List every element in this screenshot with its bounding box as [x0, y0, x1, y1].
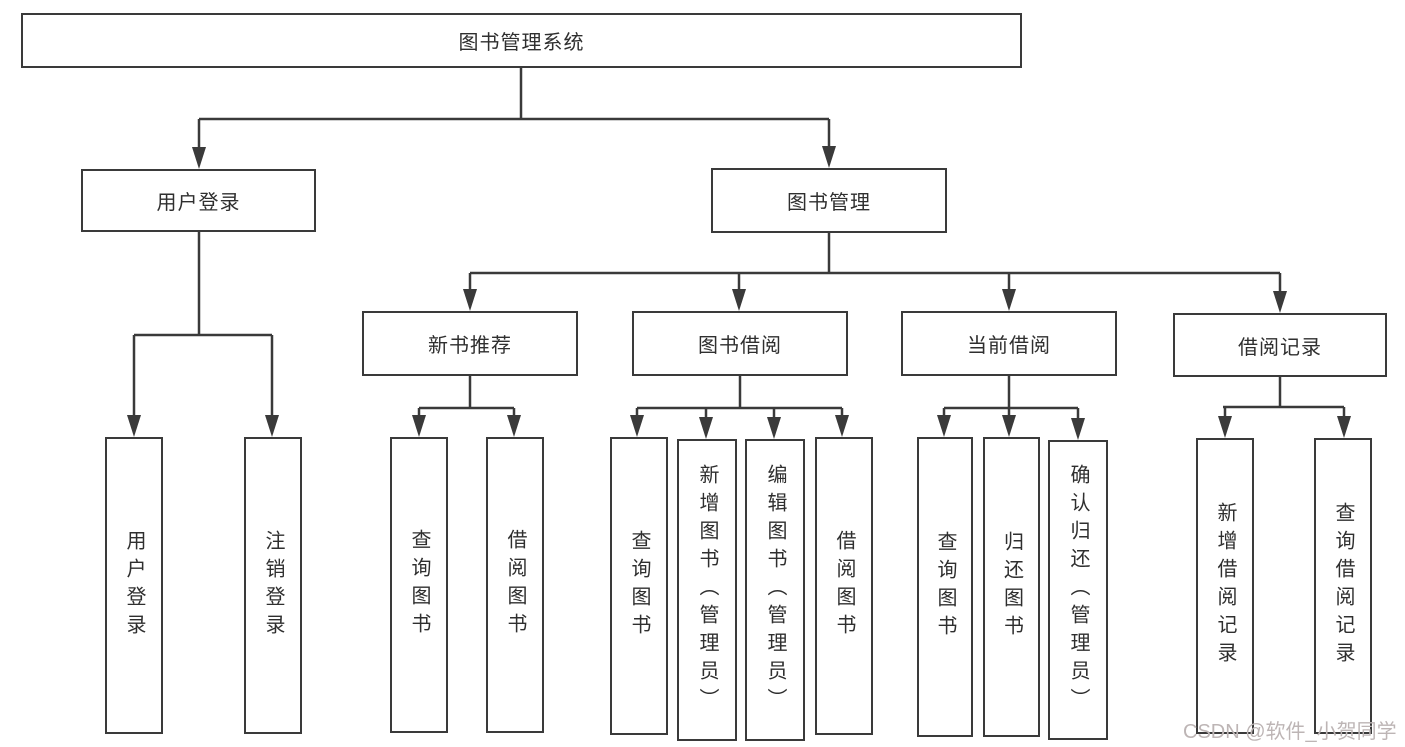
- leaf-user-login: 用户登录: [105, 437, 163, 734]
- leaf-logout: 注销登录: [244, 437, 302, 734]
- node-book-management-label: 图书管理: [787, 192, 871, 214]
- leaf-confirm-return-admin: 确认归还（管理员）: [1048, 440, 1108, 740]
- node-new-book-recommend-label: 新书推荐: [428, 335, 512, 357]
- node-current-borrow-label: 当前借阅: [967, 335, 1051, 357]
- leaf-borrow-book: 借阅图书: [815, 437, 873, 735]
- node-user-login-label: 用户登录: [156, 192, 241, 214]
- node-book-management: 图书管理: [711, 168, 947, 233]
- leaf-logout-label: 注销登录: [262, 529, 284, 642]
- leaf-borrow-book-recommend-label: 借阅图书: [504, 529, 526, 641]
- node-current-borrow: 当前借阅: [901, 311, 1117, 376]
- leaf-edit-book-admin-label: 编辑图书（管理员）: [764, 464, 786, 716]
- leaf-confirm-return-admin-label: 确认归还（管理员）: [1067, 464, 1089, 716]
- leaf-add-borrow-record-label: 新增借阅记录: [1214, 502, 1236, 670]
- leaf-query-book-borrow: 查询图书: [610, 437, 668, 735]
- leaf-return-book: 归还图书: [983, 437, 1040, 737]
- node-root-label: 图书管理系统: [458, 32, 585, 54]
- leaf-user-login-label: 用户登录: [123, 529, 145, 642]
- leaf-add-book-admin: 新增图书（管理员）: [677, 439, 737, 741]
- leaf-borrow-book-recommend: 借阅图书: [486, 437, 544, 733]
- csdn-watermark: CSDN @软件_小贺同学: [1183, 721, 1397, 743]
- leaf-add-book-admin-label: 新增图书（管理员）: [696, 464, 718, 716]
- leaf-query-book-current-label: 查询图书: [934, 531, 956, 643]
- leaf-query-borrow-record: 查询借阅记录: [1314, 438, 1372, 734]
- leaf-query-book-borrow-label: 查询图书: [628, 530, 650, 642]
- leaf-query-book-current: 查询图书: [917, 437, 973, 737]
- node-book-borrow-label: 图书借阅: [698, 335, 782, 357]
- node-root: 图书管理系统: [21, 13, 1022, 68]
- node-borrow-record: 借阅记录: [1173, 313, 1387, 377]
- leaf-borrow-book-label: 借阅图书: [833, 530, 855, 642]
- node-book-borrow: 图书借阅: [632, 311, 848, 376]
- node-new-book-recommend: 新书推荐: [362, 311, 578, 376]
- leaf-return-book-label: 归还图书: [1000, 531, 1023, 643]
- node-borrow-record-label: 借阅记录: [1238, 336, 1322, 359]
- leaf-query-book-recommend: 查询图书: [390, 437, 448, 733]
- leaf-query-borrow-record-label: 查询借阅记录: [1332, 502, 1354, 670]
- node-user-login: 用户登录: [81, 169, 316, 232]
- leaf-edit-book-admin: 编辑图书（管理员）: [745, 439, 805, 741]
- leaf-query-book-recommend-label: 查询图书: [408, 529, 430, 641]
- leaf-add-borrow-record: 新增借阅记录: [1196, 438, 1254, 734]
